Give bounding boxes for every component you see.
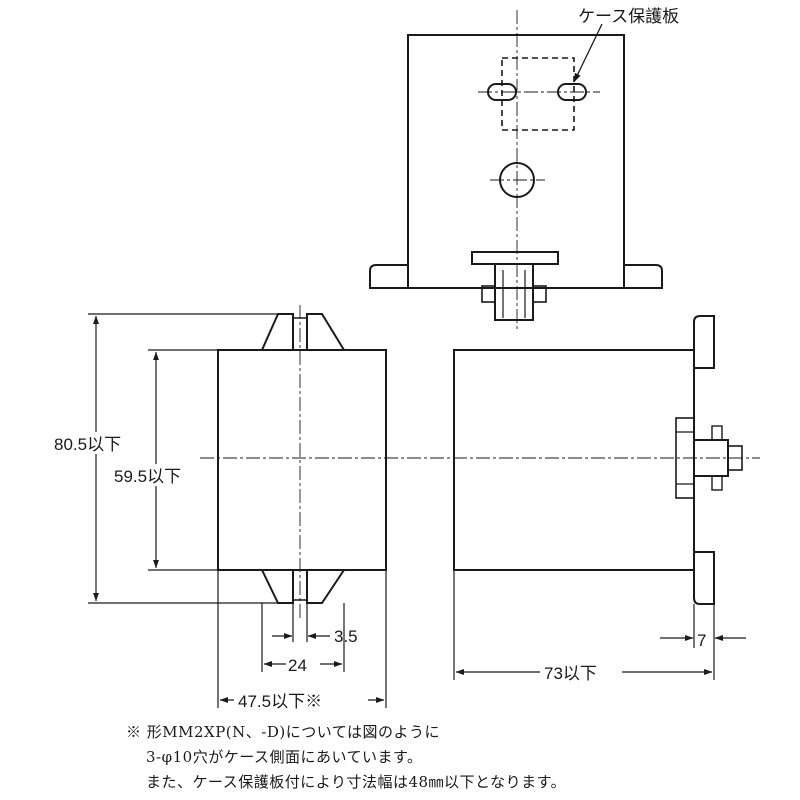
dim-depth-label: 73以下	[544, 664, 597, 683]
side-top-flange	[693, 315, 715, 369]
label-mask	[112, 464, 206, 486]
dim-24-label: 24	[288, 656, 307, 675]
footnote-line-1: ※ 形MM2XP(N、-D)については図のように	[126, 723, 440, 741]
footnote-line-3: また、ケース保護板付により寸法幅は48㎜以下となります。	[146, 773, 567, 791]
side-bottom-flange	[693, 551, 715, 605]
side-terminal-pin-top	[711, 425, 723, 441]
front-top-protrusion-left	[261, 313, 294, 351]
top-view-left-foot	[369, 264, 408, 289]
front-top-protrusion-right	[306, 313, 345, 351]
dim-height-overall-label: 80.5以下	[54, 435, 121, 454]
side-terminal-pin-bottom	[711, 475, 723, 491]
front-view-case-outline	[217, 349, 387, 571]
side-view-case-outline	[453, 349, 695, 571]
dim-width-total-label: 47.5以下※	[238, 692, 322, 711]
top-view	[369, 34, 663, 321]
front-bottom-protrusion-left	[261, 569, 294, 604]
front-view	[217, 313, 387, 604]
label-mask	[52, 432, 144, 454]
case-protection-plate-outline	[501, 57, 575, 131]
top-view-terminal-block	[494, 263, 534, 321]
top-view-case-outline	[407, 34, 625, 289]
dimension-lines	[88, 313, 746, 708]
dim-height-body-label: 59.5以下	[114, 467, 181, 486]
front-bottom-protrusion-right	[306, 569, 345, 604]
label-mask	[286, 654, 320, 674]
footnote-line-2: 3-φ10穴がケース側面にあいています。	[146, 748, 423, 766]
top-view-tab	[471, 251, 559, 265]
dim-7-label: 7	[697, 631, 706, 650]
dim-3-5-label: 3.5	[334, 627, 358, 646]
top-view-right-foot	[624, 264, 663, 289]
side-view	[453, 315, 743, 605]
side-terminal-pin	[727, 445, 743, 471]
terminal-pin-left	[481, 285, 496, 303]
label-mask	[234, 690, 368, 710]
terminal-pin-right	[532, 285, 547, 303]
label-mask	[540, 662, 622, 682]
protection-plate-leader	[573, 23, 603, 83]
case-protection-plate-label: ケース保護板	[578, 7, 679, 26]
top-view-centerlines	[478, 10, 600, 330]
